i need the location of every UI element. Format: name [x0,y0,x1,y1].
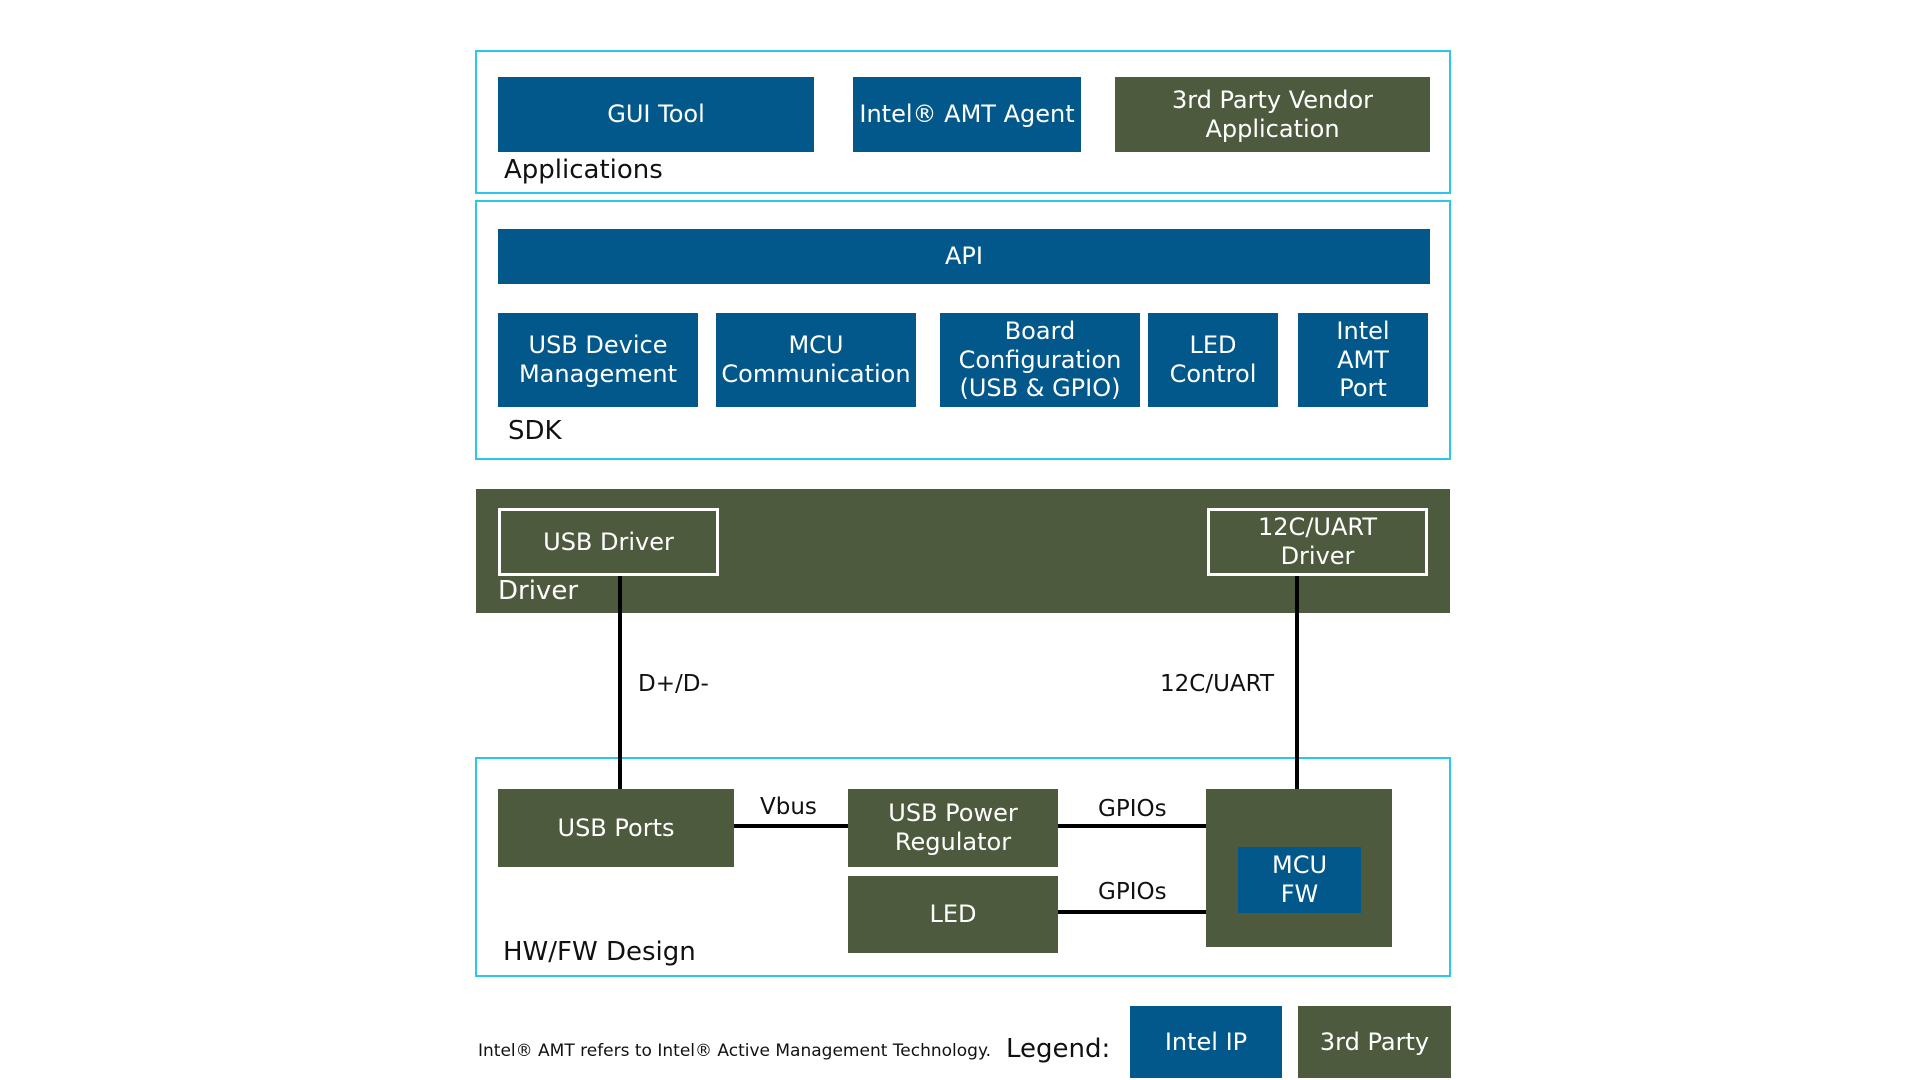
driver-label: Driver [498,576,579,606]
gpios-bottom-label: GPIOs [1098,879,1167,905]
footnote: Intel® AMT refers to Intel® Active Manag… [478,1041,991,1061]
sdk-label: SDK [508,416,562,446]
led-control-block: LED Control [1148,313,1278,407]
api-block: API [498,229,1430,284]
usb-ports-block: USB Ports [498,789,734,867]
led-block: LED [848,876,1058,953]
gui-tool-block: GUI Tool [498,77,814,152]
vbus-label: Vbus [760,794,817,820]
usb-device-management-block: USB Device Management [498,313,698,407]
vendor-app-block: 3rd Party Vendor Application [1115,77,1430,152]
mcu-fw-block: MCU FW [1238,847,1361,913]
amt-agent-block: Intel® AMT Agent [853,77,1081,152]
i2c-uart-driver-block: 12C/UART Driver [1207,508,1428,576]
legend-third-party: 3rd Party [1298,1006,1451,1078]
usb-link-label: D+/D- [638,671,709,697]
hwfw-label: HW/FW Design [503,937,696,967]
board-configuration-block: Board Configuration (USB & GPIO) [940,313,1140,407]
gpios-top-label: GPIOs [1098,796,1167,822]
mcu-communication-block: MCU Communication [716,313,916,407]
serial-link-label: 12C/UART [1160,671,1275,697]
legend-intel-ip: Intel IP [1130,1006,1282,1078]
usb-driver-block: USB Driver [498,508,719,576]
legend-label: Legend: [1006,1034,1111,1064]
applications-label: Applications [504,155,663,185]
intel-amt-port-block: Intel AMT Port [1298,313,1428,407]
usb-power-regulator-block: USB Power Regulator [848,789,1058,867]
